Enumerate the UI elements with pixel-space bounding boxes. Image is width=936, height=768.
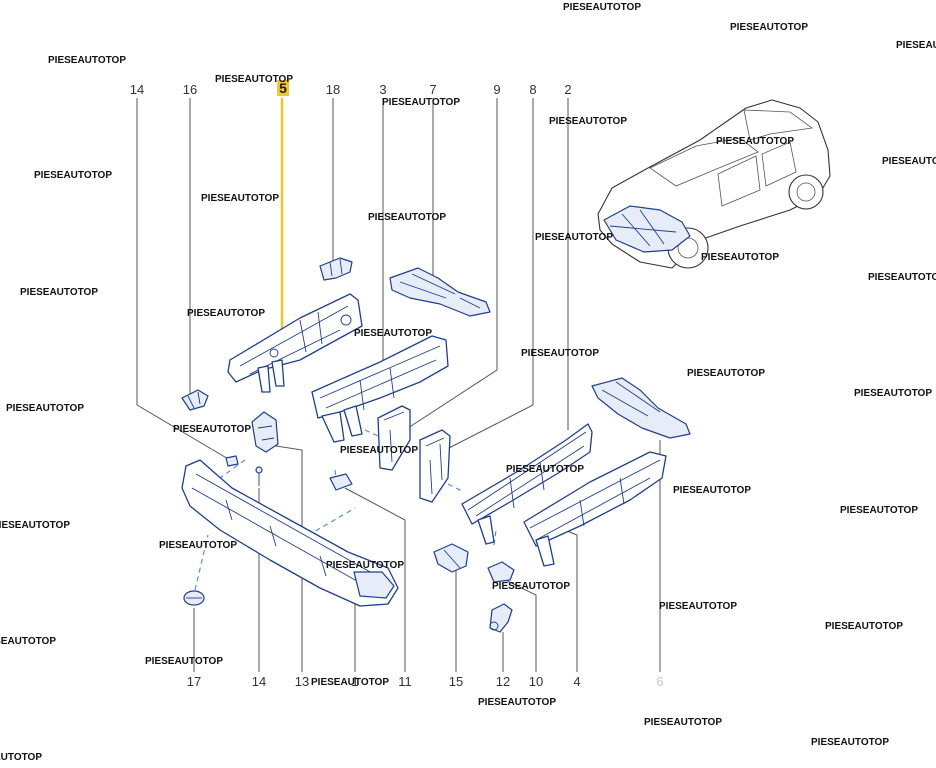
watermark: PIESEAUTOTOP	[882, 156, 936, 167]
part-3-member	[311, 335, 449, 443]
watermark: PIESEAUTOTOP	[0, 752, 42, 763]
callout-16: 16	[182, 82, 198, 97]
watermark: PIESEAUTOTOP	[701, 252, 779, 263]
watermark: PIESEAUTOTOP	[811, 737, 889, 748]
callout-14-top: 14	[129, 82, 145, 97]
callout-3: 3	[379, 82, 387, 97]
callout-15: 15	[448, 674, 464, 689]
watermark: PIESEAUTOTOP	[549, 116, 627, 127]
callout-11: 11	[398, 674, 412, 689]
watermark: PIESEAUTOTOP	[854, 388, 932, 399]
watermark: PIESEAUTOTOP	[6, 403, 84, 414]
part-13-bracket	[251, 411, 279, 453]
watermark: PIESEAUTOTOP	[506, 464, 584, 475]
watermark: PIESEAUTOTOP	[311, 677, 389, 688]
watermark: PIESEAUTOTOP	[521, 348, 599, 359]
watermark: PIESEAUTOTOP	[173, 424, 251, 435]
part-4-rail	[523, 451, 667, 567]
part-1-beam	[181, 459, 399, 607]
part-5-rail	[227, 293, 363, 393]
callout-5-highlighted: 5	[277, 80, 289, 96]
callout-4: 4	[573, 674, 581, 689]
part-16-clip	[181, 389, 209, 411]
part-7-duct	[389, 267, 491, 317]
watermark: PIESEAUTOTOP	[825, 621, 903, 632]
watermark: PIESEAUTOTOP	[368, 212, 446, 223]
watermark: PIESEAUTOTOP	[730, 22, 808, 33]
callout-1: 1	[351, 674, 359, 689]
watermark: PIESEAUTOTOP	[659, 601, 737, 612]
watermark: PIESEAUTOTOP	[896, 40, 936, 51]
callout-8: 8	[529, 82, 537, 97]
watermark: PIESEAUTOTOP	[340, 445, 418, 456]
watermark: PIESEAUTOTOP	[145, 656, 223, 667]
part-18-bracket	[319, 257, 353, 281]
watermark: PIESEAUTOTOP	[382, 97, 460, 108]
watermark: PIESEAUTOTOP	[215, 74, 293, 85]
watermark: PIESEAUTOTOP	[840, 505, 918, 516]
watermark: PIESEAUTOTOP	[20, 287, 98, 298]
watermark: PIESEAUTOTOP	[535, 232, 613, 243]
watermark: PIESEAUTOTOP	[159, 540, 237, 551]
watermark: PIESEAUTOTOP	[478, 697, 556, 708]
vehicle-inset	[597, 99, 831, 269]
watermark: PIESEAUTOTOP	[34, 170, 112, 181]
watermark: PIESEAUTOTOP	[868, 272, 936, 283]
callout-10: 10	[528, 674, 544, 689]
part-17-bolt	[183, 590, 205, 606]
part-2-member	[461, 423, 593, 545]
watermark: PIESEAUTOTOP	[326, 560, 404, 571]
watermark: PIESEAUTOTOP	[187, 308, 265, 319]
watermark: PIESEAUTOTOP	[0, 520, 70, 531]
watermark: PIESEAUTOTOP	[644, 717, 722, 728]
watermark: PIESEAUTOTOP	[687, 368, 765, 379]
watermark: PIESEAUTOTOP	[0, 636, 56, 647]
callout-7: 7	[429, 82, 437, 97]
part-12-hook	[489, 603, 513, 633]
part-6-duct	[591, 377, 691, 439]
watermark: PIESEAUTOTOP	[354, 328, 432, 339]
callout-13: 13	[294, 674, 310, 689]
watermark: PIESEAUTOTOP	[48, 55, 126, 66]
watermark: PIESEAUTOTOP	[201, 193, 279, 204]
watermark: PIESEAUTOTOP	[716, 136, 794, 147]
callout-2: 2	[564, 82, 572, 97]
callout-14-bottom: 14	[251, 674, 267, 689]
part-14-bolt	[225, 455, 263, 486]
watermark: PIESEAUTOTOP	[673, 485, 751, 496]
part-11-clip	[329, 473, 353, 491]
callout-17: 17	[186, 674, 202, 689]
part-8-bracket	[419, 429, 451, 503]
part-9-bracket	[377, 405, 411, 471]
callout-18: 18	[325, 82, 341, 97]
callout-12: 12	[495, 674, 511, 689]
callout-9: 9	[493, 82, 501, 97]
watermark: PIESEAUTOTOP	[492, 581, 570, 592]
watermark: PIESEAUTOTOP	[563, 2, 641, 13]
part-15-bracket	[433, 543, 469, 573]
part-10-bracket	[487, 561, 515, 583]
callout-6: 6	[656, 674, 664, 689]
